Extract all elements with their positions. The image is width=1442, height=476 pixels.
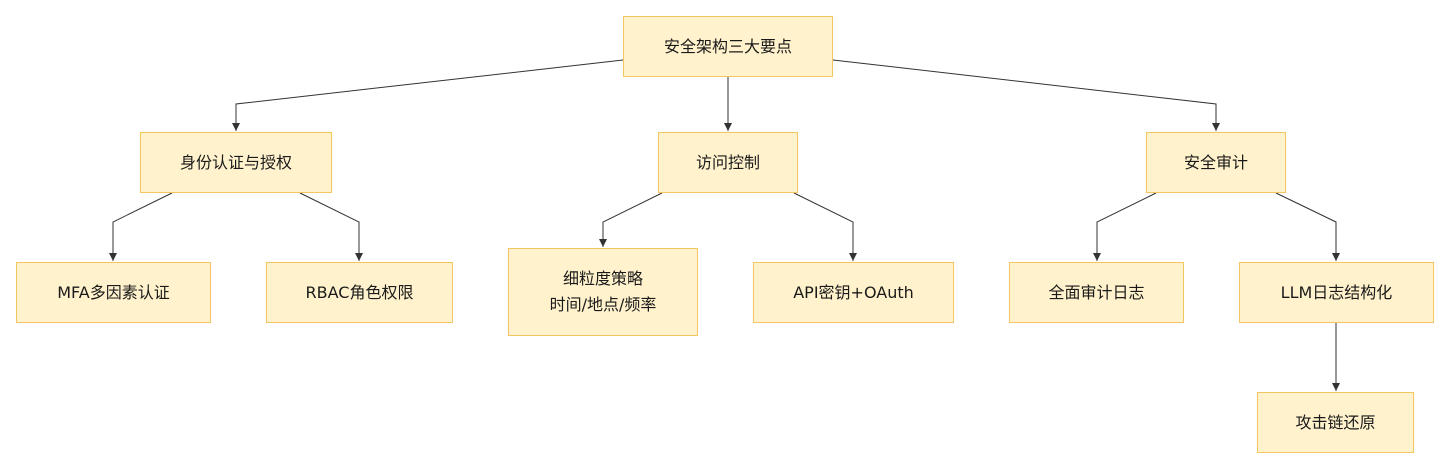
node-api-key-oauth[interactable]: API密钥+OAuth — [753, 262, 954, 323]
node-full-audit-log[interactable]: 全面审计日志 — [1009, 262, 1184, 323]
node-api-key-oauth-label: API密钥+OAuth — [793, 282, 914, 302]
edge-root-audit — [832, 59, 1220, 131]
node-attack-chain-restore[interactable]: 攻击链还原 — [1257, 392, 1414, 453]
node-security-audit-label: 安全审计 — [1183, 152, 1248, 172]
node-llm-log-structuring[interactable]: LLM日志结构化 — [1239, 262, 1434, 323]
node-access-control-label: 访问控制 — [695, 152, 760, 172]
node-fine-grained-policy-label: 细粒度策略 时间/地点/频率 — [549, 269, 657, 314]
node-security-audit[interactable]: 安全审计 — [1146, 132, 1286, 193]
edge-audit-full — [1093, 192, 1157, 261]
node-mfa-label: MFA多因素认证 — [57, 282, 170, 302]
node-access-control[interactable]: 访问控制 — [658, 132, 798, 193]
node-rbac[interactable]: RBAC角色权限 — [266, 262, 453, 323]
node-fine-grained-policy[interactable]: 细粒度策略 时间/地点/频率 — [508, 248, 698, 336]
node-root[interactable]: 安全架构三大要点 — [623, 16, 833, 77]
node-identity-auth-label: 身份认证与授权 — [179, 152, 292, 172]
node-attack-chain-restore-label: 攻击链还原 — [1295, 412, 1376, 432]
node-mfa[interactable]: MFA多因素认证 — [16, 262, 211, 323]
edge-acc-fine — [599, 192, 663, 247]
edge-root-auth — [232, 59, 624, 131]
edge-acc-api — [793, 192, 857, 261]
edge-audit-llm — [1275, 192, 1340, 261]
node-identity-auth[interactable]: 身份认证与授权 — [140, 132, 332, 193]
edge-auth-mfa — [109, 192, 173, 261]
edge-auth-rbac — [299, 192, 363, 261]
node-rbac-label: RBAC角色权限 — [305, 282, 414, 302]
node-llm-log-structuring-label: LLM日志结构化 — [1280, 282, 1393, 302]
node-full-audit-log-label: 全面审计日志 — [1048, 282, 1145, 302]
node-root-label: 安全架构三大要点 — [663, 36, 792, 56]
